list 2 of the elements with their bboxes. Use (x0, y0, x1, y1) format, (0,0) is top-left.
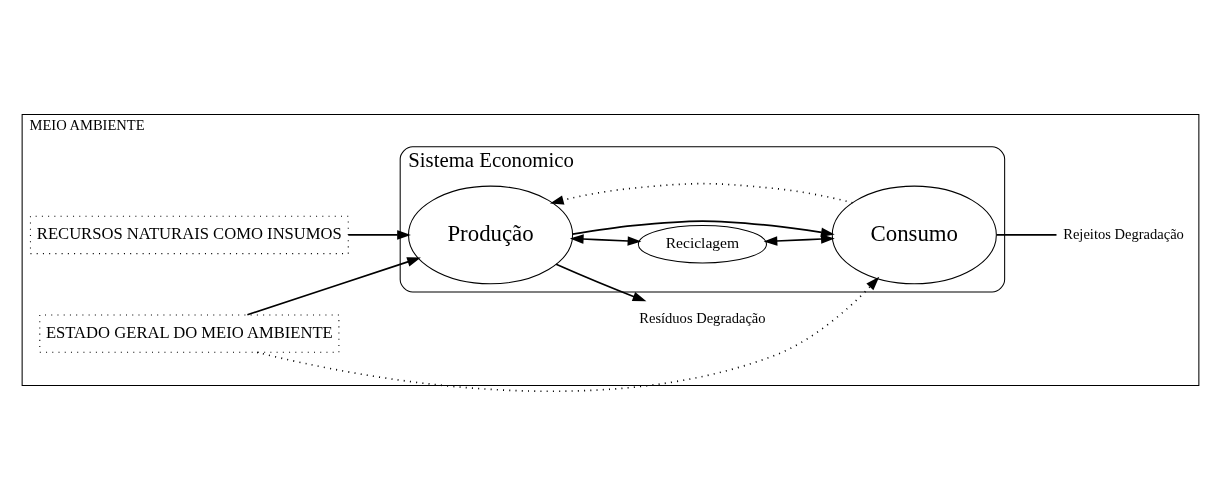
node-text: Rejeitos Degradação (1063, 225, 1184, 242)
node-text: Resíduos Degradação (639, 309, 766, 326)
